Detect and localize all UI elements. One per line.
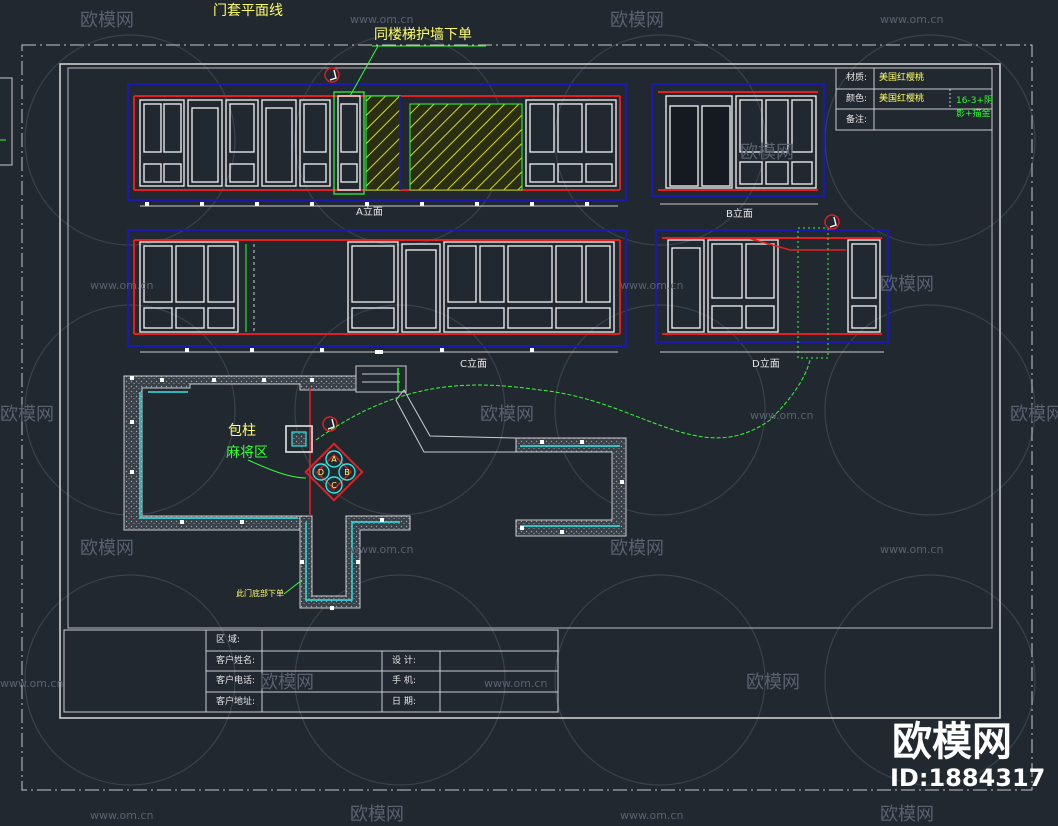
drawing-area-frame (67, 67, 993, 629)
watermark-brand-7: 欧模网 (1010, 404, 1058, 425)
mahjong-table-circles: A B C D (312, 450, 356, 494)
elevation-a (127, 67, 627, 207)
watermark-url-5: www.om.cn (750, 409, 814, 422)
elevation-d-label: D立面 (752, 359, 780, 370)
area-label: 区 域: (216, 635, 240, 645)
elevation-c (127, 229, 627, 354)
watermark-url-1: www.om.cn (350, 13, 414, 26)
outer-frame (21, 44, 1033, 791)
watermark-brand-6: 欧模网 (480, 404, 534, 425)
watermark-url-7: www.om.cn (880, 543, 944, 556)
seat-a: A (331, 455, 337, 464)
watermark-brand-3: 欧模网 (740, 142, 794, 163)
floor-plan (123, 359, 811, 610)
elevation-b-label: B立面 (726, 209, 753, 220)
watermark-brand-large: 欧模网 (892, 719, 1012, 765)
elevation-b (651, 83, 825, 205)
seat-c: C (331, 481, 337, 490)
watermark-brand-12: 欧模网 (350, 804, 404, 825)
watermark-url-9: www.om.cn (484, 677, 548, 690)
left-edge-marks (0, 77, 13, 166)
mobile-label: 手 机: (392, 676, 416, 686)
material-label: 材质: (846, 73, 868, 83)
watermark-brand-11: 欧模网 (746, 672, 800, 693)
column-wrap-label: 包柱 (228, 423, 256, 439)
watermark-brand-4: 欧模网 (880, 274, 934, 295)
stair-note-leader (349, 45, 379, 97)
watermark-brand-9: 欧模网 (610, 538, 664, 559)
color-extra: 16-3+阴影+描金 (956, 96, 993, 119)
watermark-brand-2: 欧模网 (610, 10, 664, 31)
watermark-url-3: www.om.cn (90, 279, 154, 292)
seat-b: B (344, 468, 350, 477)
watermark-url-11: www.om.cn (620, 809, 684, 822)
stair-wall-note: 同楼梯护墙下单 (374, 27, 472, 43)
date-label: 日 期: (392, 697, 416, 707)
watermark-id: ID:1884317 (890, 764, 1046, 792)
material-value: 美国红樱桃 (879, 73, 925, 83)
door-plan-line-label: 门套平面线 (213, 3, 283, 19)
designer-label: 设 计: (392, 656, 416, 666)
watermark-url-10: www.om.cn (90, 809, 154, 822)
material-table (835, 67, 993, 131)
watermark-brand-13: 欧模网 (880, 804, 934, 825)
color-label: 颜色: (846, 94, 868, 104)
seat-d: D (318, 468, 324, 477)
customer-phone-label: 客户电话: (216, 676, 256, 686)
watermark-arcs (24, 34, 1036, 786)
mahjong-area-label: 麻将区 (226, 445, 268, 461)
watermark-brand-8: 欧模网 (80, 538, 134, 559)
entry-note: 此门底部下单 (236, 589, 284, 598)
customer-name-label: 客户姓名: (216, 656, 256, 666)
customer-address-label: 客户地址: (216, 697, 256, 707)
inner-frame (59, 63, 1001, 719)
watermark-brand-5: 欧模网 (0, 404, 54, 425)
watermark-brand-10: 欧模网 (260, 672, 314, 693)
title-block (63, 629, 559, 713)
watermark-url-2: www.om.cn (880, 13, 944, 26)
remark-label: 备注: (846, 115, 868, 125)
watermark-url-6: www.om.cn (350, 543, 414, 556)
elevation-d (655, 214, 889, 359)
color-value: 美国红樱桃 (879, 94, 925, 104)
elevation-a-label: A立面 (356, 207, 383, 218)
elevation-c-label: C立面 (460, 359, 487, 370)
watermark-brand-1: 欧模网 (80, 10, 134, 31)
watermark-url-8: www.om.cn (0, 677, 64, 690)
watermark-url-4: www.om.cn (620, 279, 684, 292)
